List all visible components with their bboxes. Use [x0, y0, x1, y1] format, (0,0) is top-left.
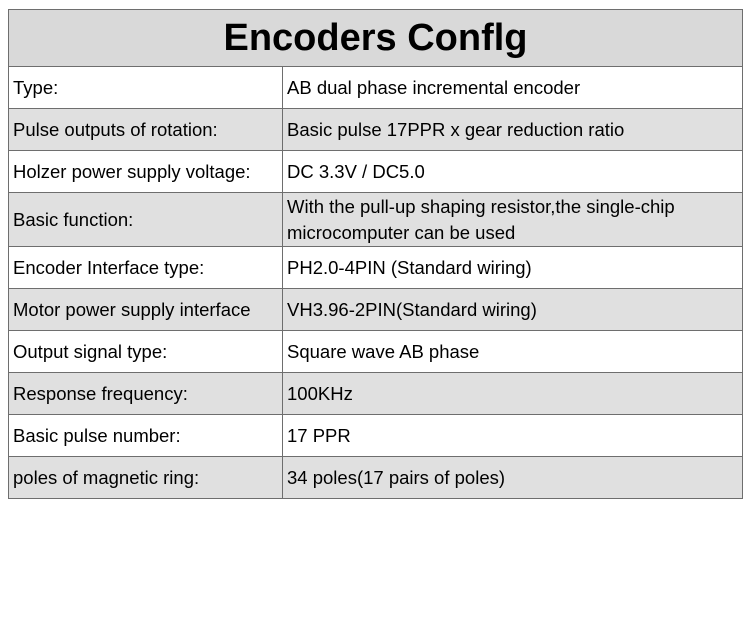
spec-value: Square wave AB phase	[282, 330, 743, 373]
spec-value: With the pull-up shaping resistor,the si…	[282, 192, 743, 247]
table-title: Encoders Conflg	[8, 9, 743, 67]
spec-row-response-frequency: Response frequency: 100KHz	[8, 372, 743, 415]
spec-row-holzer-voltage: Holzer power supply voltage: DC 3.3V / D…	[8, 150, 743, 193]
spec-row-motor-power-interface: Motor power supply interface VH3.96-2PIN…	[8, 288, 743, 331]
spec-label: Output signal type:	[8, 330, 283, 373]
spec-row-type: Type: AB dual phase incremental encoder	[8, 66, 743, 109]
spec-value: DC 3.3V / DC5.0	[282, 150, 743, 193]
spec-value: Basic pulse 17PPR x gear reduction ratio	[282, 108, 743, 151]
spec-row-magnetic-ring-poles: poles of magnetic ring: 34 poles(17 pair…	[8, 456, 743, 499]
spec-value: 17 PPR	[282, 414, 743, 457]
spec-value: 34 poles(17 pairs of poles)	[282, 456, 743, 499]
spec-label: Basic function:	[8, 192, 283, 247]
spec-row-basic-pulse-number: Basic pulse number: 17 PPR	[8, 414, 743, 457]
spec-label: Motor power supply interface	[8, 288, 283, 331]
spec-value: VH3.96-2PIN(Standard wiring)	[282, 288, 743, 331]
spec-value: 100KHz	[282, 372, 743, 415]
encoder-spec-table: Encoders Conflg Type: AB dual phase incr…	[8, 9, 743, 499]
spec-label: Basic pulse number:	[8, 414, 283, 457]
spec-label: Encoder Interface type:	[8, 246, 283, 289]
spec-label: poles of magnetic ring:	[8, 456, 283, 499]
spec-row-output-signal: Output signal type: Square wave AB phase	[8, 330, 743, 373]
spec-label: Response frequency:	[8, 372, 283, 415]
spec-label: Pulse outputs of rotation:	[8, 108, 283, 151]
spec-row-basic-function: Basic function: With the pull-up shaping…	[8, 192, 743, 247]
spec-label: Holzer power supply voltage:	[8, 150, 283, 193]
spec-value: AB dual phase incremental encoder	[282, 66, 743, 109]
spec-label: Type:	[8, 66, 283, 109]
spec-row-encoder-interface: Encoder Interface type: PH2.0-4PIN (Stan…	[8, 246, 743, 289]
spec-row-pulse-outputs: Pulse outputs of rotation: Basic pulse 1…	[8, 108, 743, 151]
spec-value: PH2.0-4PIN (Standard wiring)	[282, 246, 743, 289]
title-row: Encoders Conflg	[8, 9, 743, 67]
